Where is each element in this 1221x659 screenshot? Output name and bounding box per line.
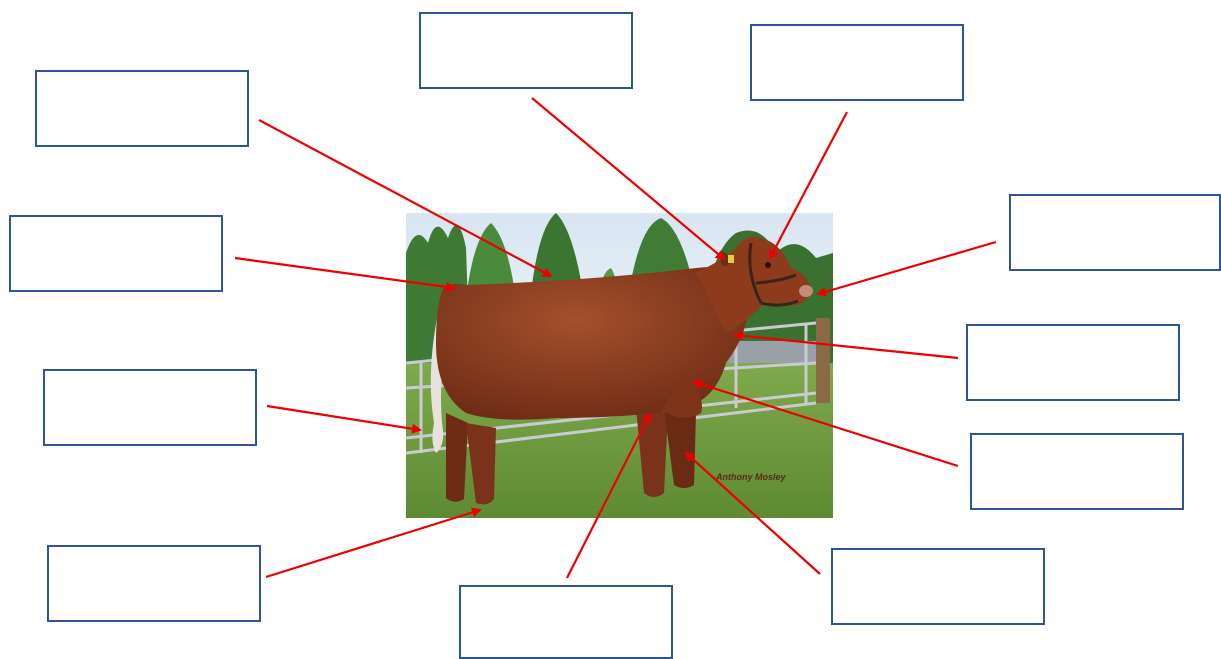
arrow-right-upper	[816, 240, 997, 297]
label-box-right-upper[interactable]	[1009, 194, 1221, 271]
arrow-right-middle	[733, 330, 959, 360]
label-box-top-right[interactable]	[750, 24, 964, 101]
photo-credit: Anthony Mosley	[716, 472, 786, 482]
label-box-top-left[interactable]	[35, 70, 249, 147]
arrow-top-center	[531, 97, 726, 261]
label-box-right-middle[interactable]	[966, 324, 1180, 401]
label-box-bottom-right[interactable]	[831, 548, 1045, 625]
crowd	[726, 341, 816, 363]
arrow-bottom-right	[684, 451, 821, 575]
arrow-left-middle	[266, 404, 422, 434]
arrow-right-lower	[692, 379, 959, 468]
label-box-right-lower[interactable]	[970, 433, 1184, 510]
fence-post	[816, 318, 830, 403]
arrow-left-upper	[234, 256, 456, 292]
label-box-bottom-center[interactable]	[459, 585, 673, 659]
arrow-top-left	[258, 119, 553, 277]
label-box-left-upper[interactable]	[9, 215, 223, 292]
cow-illustration	[406, 213, 833, 518]
arrow-top-right	[769, 111, 848, 260]
cow	[430, 236, 813, 505]
arrow-left-bottom	[265, 507, 482, 579]
label-box-left-bottom[interactable]	[47, 545, 261, 622]
arrow-bottom-center	[566, 412, 651, 579]
label-box-top-center[interactable]	[419, 12, 633, 89]
cow-photo: Anthony Mosley	[406, 213, 833, 518]
label-box-left-middle[interactable]	[43, 369, 257, 446]
